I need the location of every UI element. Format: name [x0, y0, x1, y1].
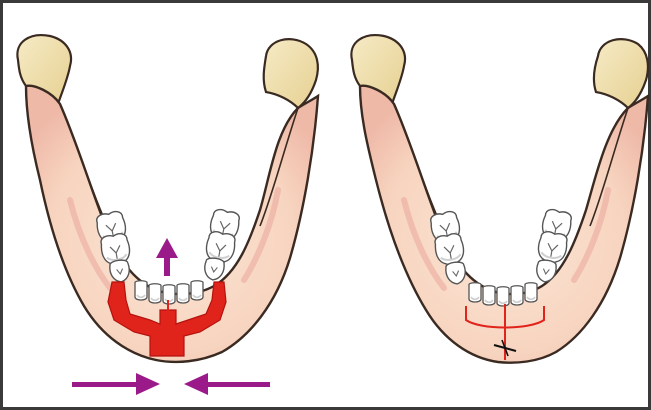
mandible-diagram [0, 0, 651, 410]
figure-frame [0, 0, 651, 410]
